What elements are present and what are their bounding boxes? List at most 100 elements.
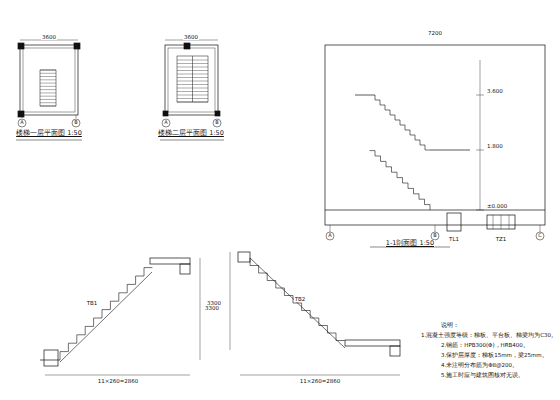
dimension-label: 3600 [183, 34, 199, 40]
drawing-line [238, 252, 250, 262]
drawing-line [163, 111, 168, 116]
note-text: 4.未注明分布筋为Φ8@200。 [440, 362, 519, 368]
dimension-label: 11×260=2860 [299, 378, 342, 384]
drawing-line [76, 115, 77, 118]
dimension-label: TB2 [294, 296, 307, 302]
drawing-line [16, 140, 82, 141]
drawing-line [540, 225, 541, 232]
drawing-line [240, 375, 400, 376]
drawing-line [168, 48, 215, 112]
drawing-line [430, 150, 470, 151]
drawing-line [180, 264, 190, 274]
stair-tread [177, 95, 193, 96]
drawing-line [44, 350, 58, 366]
note-text: 2.钢筋：HPB300(Φ)，HRB400。 [440, 342, 530, 348]
drawing-line [215, 111, 220, 116]
stair-tread [40, 86, 56, 87]
note-text: 5.施工时应与建筑图核对无误。 [440, 372, 525, 378]
axis-label: A [163, 120, 168, 126]
stair-tread [177, 67, 193, 68]
drawing-line [22, 115, 23, 118]
dimension-label: TL1 [448, 236, 460, 242]
stair-tread [40, 96, 56, 97]
drawing-line [345, 340, 400, 346]
drawing-line [40, 70, 56, 106]
stair-tread [193, 102, 209, 103]
axis-label: A [327, 233, 332, 239]
drawing-line [493, 215, 494, 229]
drawing-line [20, 45, 78, 115]
stair-steps [375, 95, 430, 150]
dimension-label: 3600 [41, 34, 57, 40]
stair-tread [193, 91, 209, 92]
stair-tread [177, 84, 193, 85]
stair-tread [177, 77, 193, 78]
dimension-label: 1.800 [486, 143, 504, 149]
drawing-line [476, 210, 484, 211]
drawing-line [23, 48, 75, 112]
axis-label: A [19, 120, 24, 126]
stair-tread [193, 95, 209, 96]
stair-tread [177, 102, 193, 103]
stair-tread [193, 88, 209, 89]
drawing-line [435, 225, 436, 232]
drawing-line [213, 119, 221, 127]
stair-tread [177, 98, 193, 99]
stair-tread [177, 60, 193, 61]
drawing-line [40, 360, 60, 361]
view-title: 楼梯一层平面图 1:50 [15, 130, 83, 137]
stair-tread [177, 70, 193, 71]
drawing-line [72, 119, 80, 127]
stair-tread [177, 63, 193, 64]
axis-label: B [73, 120, 78, 126]
drawing-line [160, 140, 224, 141]
drawing-line [476, 95, 484, 96]
stair-tread [40, 89, 56, 90]
stair-tread [193, 63, 209, 64]
drawing-line [60, 272, 152, 362]
stair-tread [193, 81, 209, 82]
drawing-line [230, 252, 231, 350]
drawing-line [480, 60, 481, 210]
stair-tread [40, 76, 56, 77]
dimension-label: 3.600 [486, 88, 504, 94]
view-title: 1-1剖面图 1:50 [385, 240, 435, 247]
dimension-label: 11×260=2860 [97, 378, 140, 384]
drawing-line [509, 215, 510, 229]
drawing-line [326, 232, 334, 240]
drawing-line [18, 111, 24, 117]
stair-tread [40, 92, 56, 93]
stair-steps [250, 258, 345, 341]
drawing-line [355, 95, 375, 96]
stair-tread [193, 67, 209, 68]
axis-label: B [214, 120, 219, 126]
stair-tread [40, 73, 56, 74]
drawing-line [18, 119, 26, 127]
note-text: 3.保护层厚度：梯板15mm，梁25mm。 [440, 352, 549, 358]
stair-tread [177, 88, 193, 89]
stair-tread [40, 70, 56, 71]
stair-tread [193, 98, 209, 99]
dimension-label: TZ1 [495, 236, 508, 242]
dimension-label: 7200 [427, 30, 443, 36]
stair-tread [193, 74, 209, 75]
drawing-line [447, 213, 461, 231]
stair-tread [177, 91, 193, 92]
stair-tread [193, 77, 209, 78]
stair-tread [193, 70, 209, 71]
stair-steps [60, 268, 152, 360]
stair-tread [193, 84, 209, 85]
note-text: 说明： [440, 322, 460, 328]
stair-tread [40, 83, 56, 84]
drawing-line [74, 43, 80, 49]
drawing-line [487, 215, 515, 229]
dimension-label: 3300 [206, 300, 222, 306]
drawing-line [325, 210, 545, 211]
note-text: 1.混凝土强度等级：梯板、平台板、梯梁均为C30。 [420, 332, 558, 338]
drawing-line [250, 258, 345, 348]
drawing-line [200, 258, 201, 360]
drawing-line [162, 119, 170, 127]
drawing-line [45, 375, 190, 376]
